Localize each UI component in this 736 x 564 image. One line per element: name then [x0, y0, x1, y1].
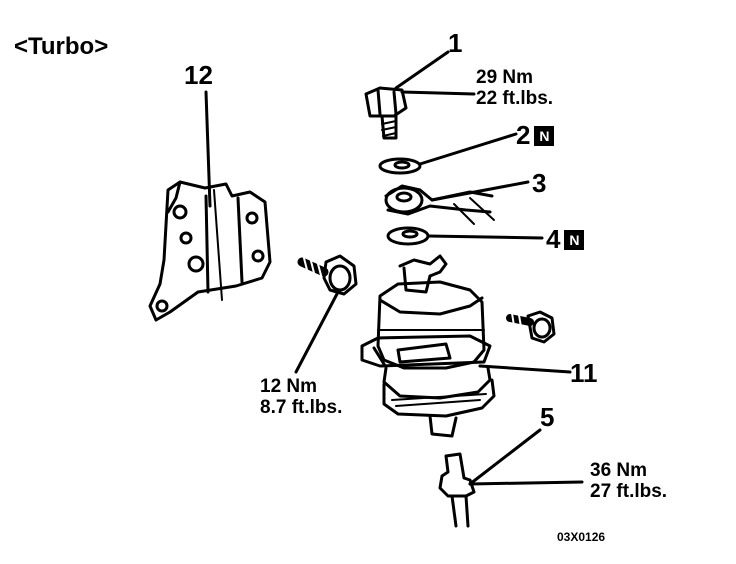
- bracket-bolt: [297, 254, 358, 296]
- part-5-fuel-line: [438, 452, 476, 528]
- torque-bracket-bolt-ftlbs: 8.7 ft.lbs.: [260, 397, 343, 418]
- leader-line-11: [478, 364, 572, 374]
- callout-3: 3: [532, 168, 547, 198]
- leader-line-4: [426, 234, 544, 240]
- torque-leader-bracket-bolt: [294, 290, 340, 374]
- torque-1-nm: 29 Nm: [476, 67, 534, 88]
- filter-bolt: [506, 310, 556, 344]
- part-1-bolt: [364, 86, 408, 140]
- leader-line-3: [430, 180, 530, 202]
- callout-2-number: 2: [516, 120, 531, 150]
- leader-line-5: [468, 428, 542, 486]
- torque-leader-1: [400, 90, 476, 96]
- new-part-badge-4: N: [564, 230, 585, 250]
- part-2-washer: [378, 157, 422, 175]
- torque-bracket-bolt: 12 Nm 8.7 ft.lbs.: [260, 376, 342, 418]
- callout-11: 11: [570, 358, 598, 388]
- callout-1: 1: [448, 28, 463, 58]
- torque-1-ftlbs: 22 ft.lbs.: [476, 88, 554, 109]
- leader-line-1: [394, 50, 450, 90]
- leader-line-2: [418, 132, 518, 166]
- part-11-fuel-filter: [360, 254, 496, 438]
- torque-bracket-bolt-nm: 12 Nm: [260, 376, 318, 397]
- callout-4-number: 4: [546, 224, 561, 254]
- torque-1: 29 Nm 22 ft.lbs.: [476, 67, 553, 109]
- torque-5-nm: 36 Nm: [590, 460, 648, 481]
- callout-5: 5: [540, 402, 555, 432]
- variant-label: <Turbo>: [14, 33, 109, 60]
- callout-12: 12: [184, 60, 213, 90]
- torque-5: 36 Nm 27 ft.lbs.: [590, 460, 667, 502]
- torque-leader-5: [468, 480, 584, 486]
- part-4-washer: [386, 226, 430, 246]
- figure-code: 03X0126: [557, 530, 606, 544]
- new-part-badge-2: N: [534, 126, 555, 146]
- leader-line-12: [204, 90, 212, 208]
- torque-5-ftlbs: 27 ft.lbs.: [590, 481, 668, 502]
- part-12-bracket: [148, 180, 272, 322]
